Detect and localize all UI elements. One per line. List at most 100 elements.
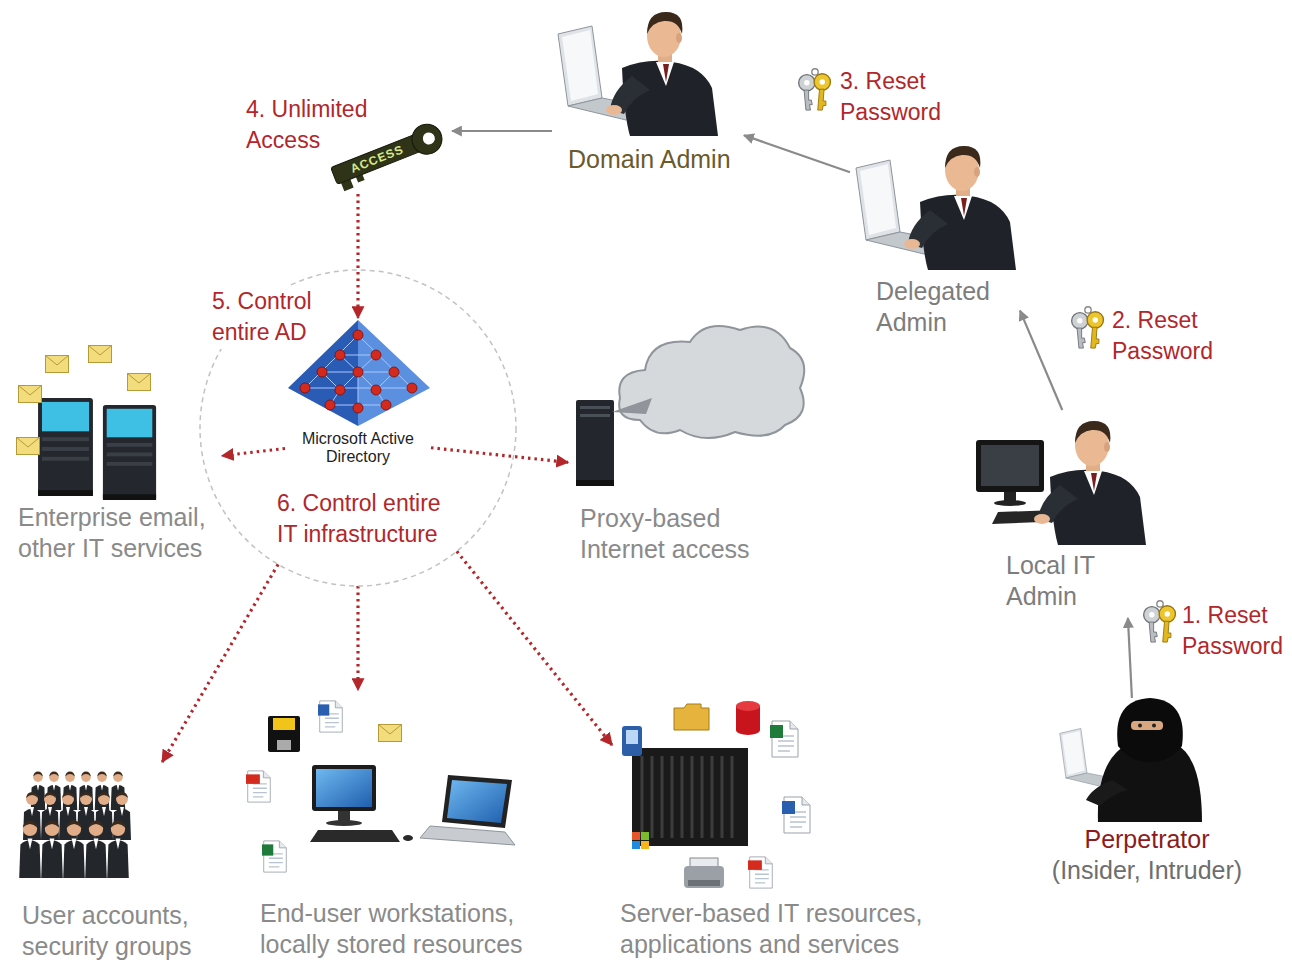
access-key: ACCESS [326,116,452,194]
keys-icon [1144,601,1176,642]
user-crowd [19,820,41,878]
local-admin-figure [1034,421,1146,545]
server-icons [642,756,732,838]
server-icons [626,730,638,744]
directory-pyramid [389,367,399,377]
server-icons [632,841,640,849]
step-label: 6. Control entire IT infrastructure [277,488,452,551]
perpetrator-figure [1131,721,1163,730]
local-admin-figure [976,421,1146,545]
admin-figure: Domain Admin [552,6,744,181]
workstation-icons [312,765,376,811]
control-arrow [457,551,612,745]
local-admin-figure [981,445,1039,486]
server-icons [622,726,642,756]
workstation-icons [403,835,413,841]
workstation-icons [379,725,402,742]
directory-pyramid [371,350,381,360]
directory-pyramid [335,350,345,360]
keys-icon [1072,307,1104,348]
escalation-arrow [1020,311,1062,410]
proxy-server-cloud [576,480,614,486]
directory-pyramid [381,400,391,410]
step-label: 1. Reset Password [1182,600,1290,663]
resource-caption: End-user workstations, locally stored re… [260,898,545,960]
proxy-server-cloud [580,406,610,409]
mail-servers [128,374,151,391]
mail-servers [17,438,40,455]
delegated-admin-figure [856,146,1016,270]
mail-servers [103,405,156,500]
server-icons [632,832,640,840]
role-caption: Local IT Admin [1006,550,1116,612]
mail-servers [89,346,112,363]
escalation-arrow [744,135,850,172]
key-shape [328,120,447,193]
server-icons [782,797,810,833]
mail-servers [17,346,157,501]
resource-caption: Proxy-based Internet access [580,503,770,565]
server-icons [641,841,649,849]
delegated-admin-figure [856,146,1016,270]
step-label: 4. Unlimited Access [246,94,381,157]
resource-group: Proxy-based Internet access [568,325,813,569]
domain-admin-figure [558,12,718,136]
step-label: 2. Reset Password [1112,305,1220,368]
workstation-icons [447,780,507,823]
escalation-arrow [452,130,552,132]
step-label: 3. Reset Password [840,66,948,129]
directory-pyramid [300,383,310,393]
directory-pyramid [371,385,381,395]
server-icons [736,725,760,735]
workstation-icons [277,740,291,750]
step-label: 5. Control entire AD [212,286,327,349]
proxy-server-cloud [576,326,804,486]
proxy-server-cloud [619,326,804,438]
actor-figure: Perpetrator(Insider, Intruder) [1040,698,1254,892]
mail-servers [38,398,93,496]
workstation-icons [268,716,300,752]
workstation-icons [246,771,270,802]
role-caption: Delegated Admin [876,276,1006,338]
server-icons [674,704,709,730]
actor-role: (Insider, Intruder) [1052,855,1242,886]
resource-group: Server-based IT resources, applications … [612,690,946,964]
control-arrow [431,448,568,463]
admin-figure: Delegated Admin [850,140,1020,344]
resource-caption: Server-based IT resources, applications … [620,898,942,960]
proxy-server-cloud [580,414,610,417]
connector-group [162,131,1132,762]
mail-servers [19,386,42,403]
perpetrator-figure [1138,724,1142,728]
circle-outline [200,270,516,586]
resource-caption: User accounts, security groups [22,900,207,962]
server-icons [770,721,798,757]
resource-group: User accounts, security groups [14,762,214,966]
domain-admin-figure [558,12,718,136]
directory-pyramid [325,400,335,410]
control-arrow [162,564,278,762]
workstation-icons [310,830,400,842]
escalation-arrow [1128,618,1132,698]
key-hole [421,131,437,147]
resource-group: End-user workstations, locally stored re… [246,690,549,964]
server-icons [736,701,760,711]
local-admin-figure [976,440,1044,492]
proxy-server-cloud [612,398,652,414]
server-icons [622,701,810,888]
admin-figure: Local IT Admin [970,410,1154,618]
perpetrator-figure [1117,698,1183,762]
directory-pyramid [335,385,345,395]
user-crowd [107,820,129,878]
directory-pyramid [317,367,327,377]
keys-icon [799,69,831,110]
control-arrow [356,194,359,318]
workstation-icons [420,826,515,845]
directory-pyramid [353,403,363,413]
workstation-icons [326,820,362,826]
workstation-icons [442,775,512,828]
role-caption: Domain Admin [568,144,731,175]
workstation-icons [316,769,372,807]
control-arrow [356,586,359,690]
